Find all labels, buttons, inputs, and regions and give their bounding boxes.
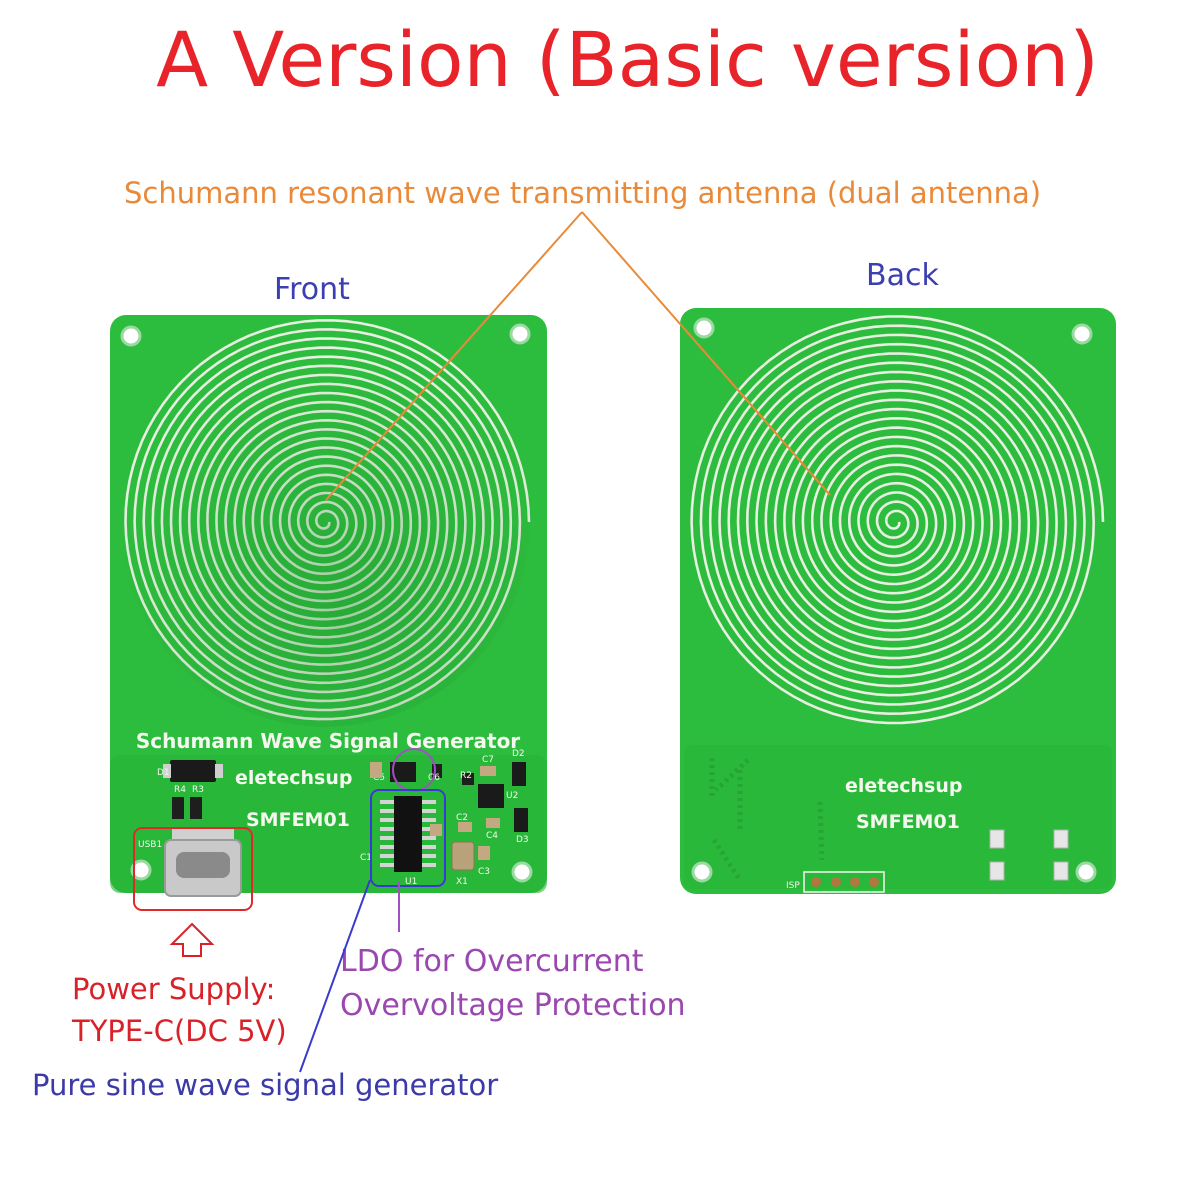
ic-pin bbox=[422, 845, 436, 849]
annotation-lines bbox=[299, 211, 831, 1073]
ic-pin bbox=[380, 809, 394, 813]
board-title: Schumann Wave Signal Generator bbox=[136, 729, 520, 753]
ic-pin bbox=[380, 818, 394, 822]
ic-pin bbox=[422, 809, 436, 813]
silk-d1: D1 bbox=[157, 768, 170, 778]
ic-highlight-box bbox=[370, 789, 446, 887]
silk-d2: D2 bbox=[512, 749, 525, 759]
ic-pin bbox=[422, 836, 436, 840]
back-model: SMFEM01 bbox=[856, 811, 960, 833]
silk-c4: C4 bbox=[486, 831, 498, 841]
front-model: SMFEM01 bbox=[246, 809, 350, 831]
ldo-line-1: LDO for Overcurrent bbox=[340, 944, 644, 979]
front-brand: eletechsup bbox=[235, 767, 352, 789]
ic-pin bbox=[422, 854, 436, 858]
mount-hole bbox=[120, 325, 142, 347]
power-supply-line-1: Power Supply: bbox=[72, 972, 276, 1006]
antenna-label: Schumann resonant wave transmitting ante… bbox=[124, 176, 1042, 210]
ldo-line-2: Overvoltage Protection bbox=[340, 988, 686, 1023]
signal-generator-ic bbox=[380, 796, 436, 872]
spiral-trace bbox=[690, 315, 1105, 725]
silk-r4: R4 bbox=[174, 785, 186, 795]
ic-pin bbox=[380, 836, 394, 840]
page-title: A Version (Basic version) bbox=[156, 15, 1099, 104]
back-pcb: eletechsup SMFEM01 ISP bbox=[680, 308, 1116, 894]
crystal-x1 bbox=[451, 841, 475, 871]
back-label: Back bbox=[866, 258, 939, 293]
ic-pin bbox=[422, 827, 436, 831]
ic-pin bbox=[380, 827, 394, 831]
silk-c1: C1 bbox=[360, 853, 372, 863]
diode-d1 bbox=[170, 760, 216, 782]
ldo-chip bbox=[390, 762, 416, 782]
silk-r3: R3 bbox=[192, 785, 204, 795]
silk-c3: C3 bbox=[478, 867, 490, 877]
mount-hole bbox=[1071, 323, 1093, 345]
regulator-u2 bbox=[478, 784, 504, 808]
silk-r2: R2 bbox=[460, 771, 472, 781]
ic-pin bbox=[380, 800, 394, 804]
mount-hole bbox=[1075, 861, 1097, 883]
back-pads bbox=[989, 829, 1069, 881]
isp-label: ISP bbox=[786, 881, 800, 891]
silk-usb1: USB1 bbox=[138, 840, 162, 850]
back-spiral-coil bbox=[690, 315, 1105, 725]
power-supply-line-2: TYPE-C(DC 5V) bbox=[72, 1014, 287, 1048]
silk-u1: U1 bbox=[405, 877, 417, 887]
silk-d3: D3 bbox=[516, 835, 529, 845]
power-supply-label: Power Supply: TYPE-C(DC 5V) bbox=[72, 968, 287, 1052]
front-pcb: Schumann Wave Signal Generator eletechsu… bbox=[110, 315, 547, 911]
ic-pin bbox=[422, 863, 436, 867]
mount-hole bbox=[509, 323, 531, 345]
arrow-up-icon bbox=[169, 922, 215, 957]
ldo-label: LDO for Overcurrent Overvoltage Protecti… bbox=[340, 940, 686, 1028]
usb-highlight-box bbox=[133, 827, 253, 911]
mount-hole bbox=[693, 317, 715, 339]
mount-hole bbox=[130, 859, 152, 881]
usb-type-c-connector bbox=[164, 828, 242, 897]
silk-u2: U2 bbox=[506, 791, 518, 801]
ic-pin bbox=[380, 854, 394, 858]
ic-pin bbox=[422, 800, 436, 804]
mount-hole bbox=[691, 861, 713, 883]
mount-hole bbox=[511, 861, 533, 883]
silk-x1: X1 bbox=[456, 877, 468, 887]
sine-generator-label: Pure sine wave signal generator bbox=[32, 1068, 499, 1102]
ic-pin bbox=[422, 818, 436, 822]
back-brand: eletechsup bbox=[845, 775, 962, 797]
isp-header bbox=[803, 871, 885, 893]
silk-c2: C2 bbox=[456, 813, 468, 823]
front-label: Front bbox=[274, 272, 350, 307]
ic-pin bbox=[380, 863, 394, 867]
ic-pin bbox=[380, 845, 394, 849]
silk-c7: C7 bbox=[482, 755, 494, 765]
